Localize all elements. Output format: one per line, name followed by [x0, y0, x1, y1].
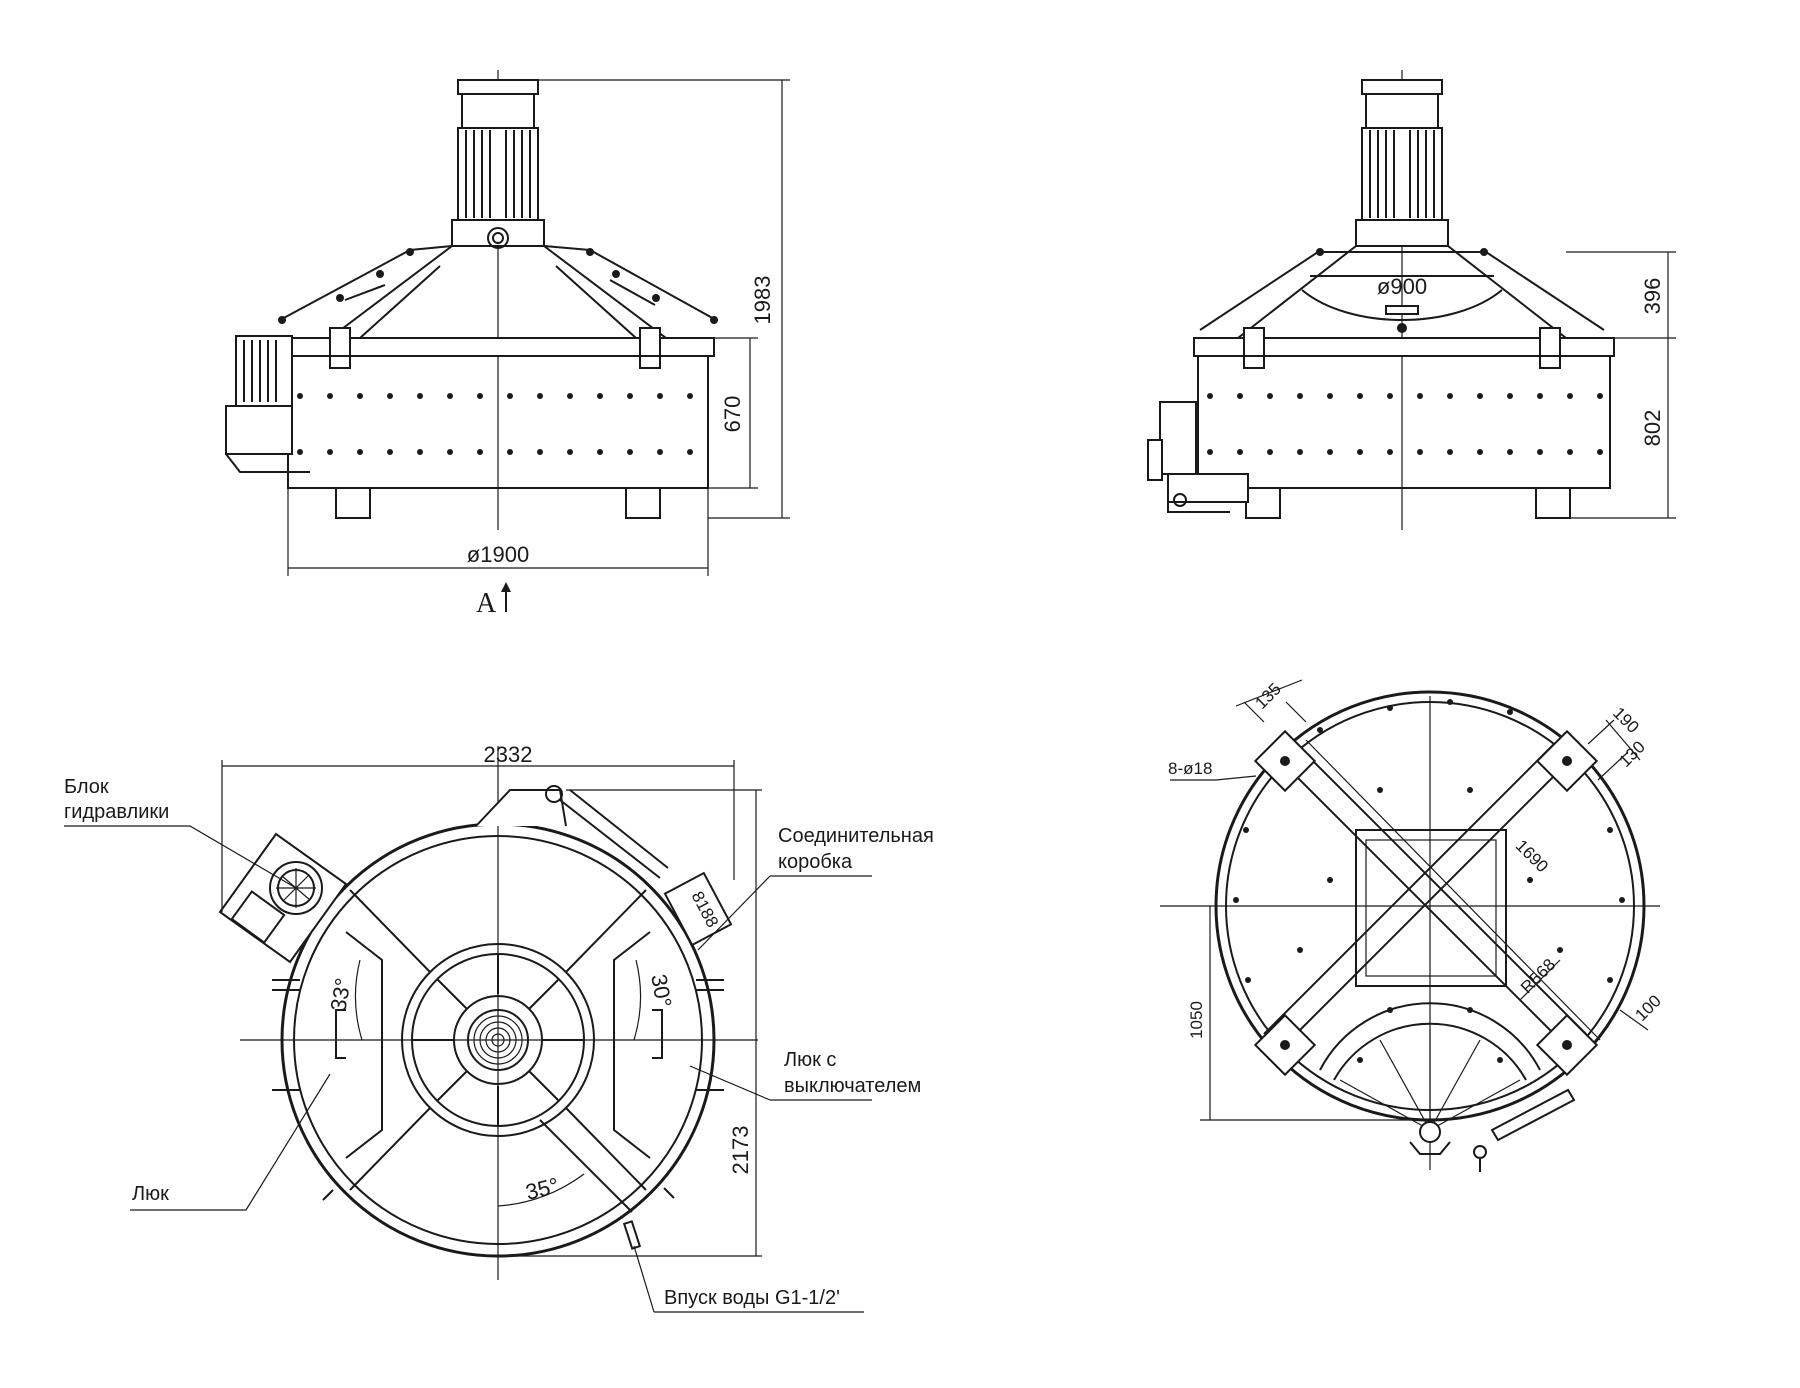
side-top-dim: 396: [1640, 278, 1665, 315]
plan-hub: [467, 1009, 529, 1071]
front-diameter-dim: ø1900: [467, 542, 529, 567]
base-holes-dim: 8-ø18: [1168, 759, 1212, 778]
base-dim-190: 190: [1609, 703, 1642, 736]
side-hydraulic-unit: [1147, 401, 1249, 513]
front-bolt-rows: [297, 393, 693, 455]
plan-hydraulic-block: [218, 832, 348, 964]
plan-spokes: [412, 954, 584, 1126]
label-water-inlet: Впуск воды G1-1/2': [664, 1287, 840, 1309]
plan-center-ring: [401, 943, 595, 1137]
label-hydraulic-1: Блок: [64, 776, 109, 798]
plan-left-hatch: [345, 931, 383, 1159]
front-body-dim: 670: [720, 396, 745, 433]
base-mounting-pads: [1253, 729, 1599, 1077]
top-plan-view: 8188 33° 30° 35° 2332 2173: [64, 742, 934, 1313]
plan-depth-dim: 2173: [728, 1126, 753, 1175]
front-motor-cap: [457, 79, 539, 95]
base-bolt-holes: [1233, 699, 1625, 1063]
front-height-dim: 1983: [750, 276, 775, 325]
base-cross-beams: [1263, 743, 1587, 1051]
side-view: 396 802 ø900: [1147, 70, 1676, 530]
label-junction-2: коробка: [778, 851, 853, 873]
plan-arms: [349, 889, 647, 1213]
base-dim-135: 135: [1251, 679, 1284, 712]
plan-width-dim: 2332: [484, 742, 533, 767]
side-motor-body: [1361, 127, 1443, 221]
side-cover-diameter-dim: ø900: [1377, 274, 1427, 299]
plan-angle-left: 33°: [325, 976, 355, 1013]
front-hydraulic-unit: [225, 335, 310, 473]
side-body-dim: 802: [1640, 410, 1665, 447]
label-hatch: Люк: [132, 1183, 169, 1205]
front-struts: [279, 245, 717, 321]
side-drum-body: [1197, 355, 1611, 489]
base-gate-cylinder: [1490, 1088, 1576, 1142]
label-hatch-switch-2: выключателем: [784, 1075, 921, 1097]
label-junction-1: Соединительная: [778, 825, 934, 847]
plan-discharge-gate: [475, 789, 567, 827]
front-gearbox-port: [487, 227, 509, 249]
view-marker-a: A: [476, 588, 497, 619]
base-center-frame: [1355, 829, 1507, 987]
front-view: 1983 670 ø1900 A: [225, 70, 790, 619]
plan-leaders: [64, 825, 872, 1313]
base-discharge-sector: [1319, 1002, 1541, 1071]
front-motor-body: [457, 127, 539, 221]
base-dim-1050: 1050: [1187, 1001, 1206, 1039]
plan-junction-box: 8188: [663, 871, 733, 947]
plan-angle-bottom: 35°: [523, 1173, 561, 1205]
label-hatch-switch-1: Люк с: [784, 1049, 836, 1071]
front-gearbox: [451, 219, 545, 247]
base-dim-1690: 1690: [1512, 836, 1552, 876]
front-motor-top: [461, 93, 535, 129]
base-dim-130: 130: [1615, 737, 1648, 770]
base-dim-100: 100: [1631, 991, 1664, 1024]
plan-right-hatch: [613, 931, 651, 1159]
plan-angle-right: 30°: [646, 972, 676, 1009]
base-view: 135 190 130 8-ø18 1690 R568 100 1050: [1160, 679, 1665, 1172]
label-hydraulic-2: гидравлики: [64, 801, 169, 823]
